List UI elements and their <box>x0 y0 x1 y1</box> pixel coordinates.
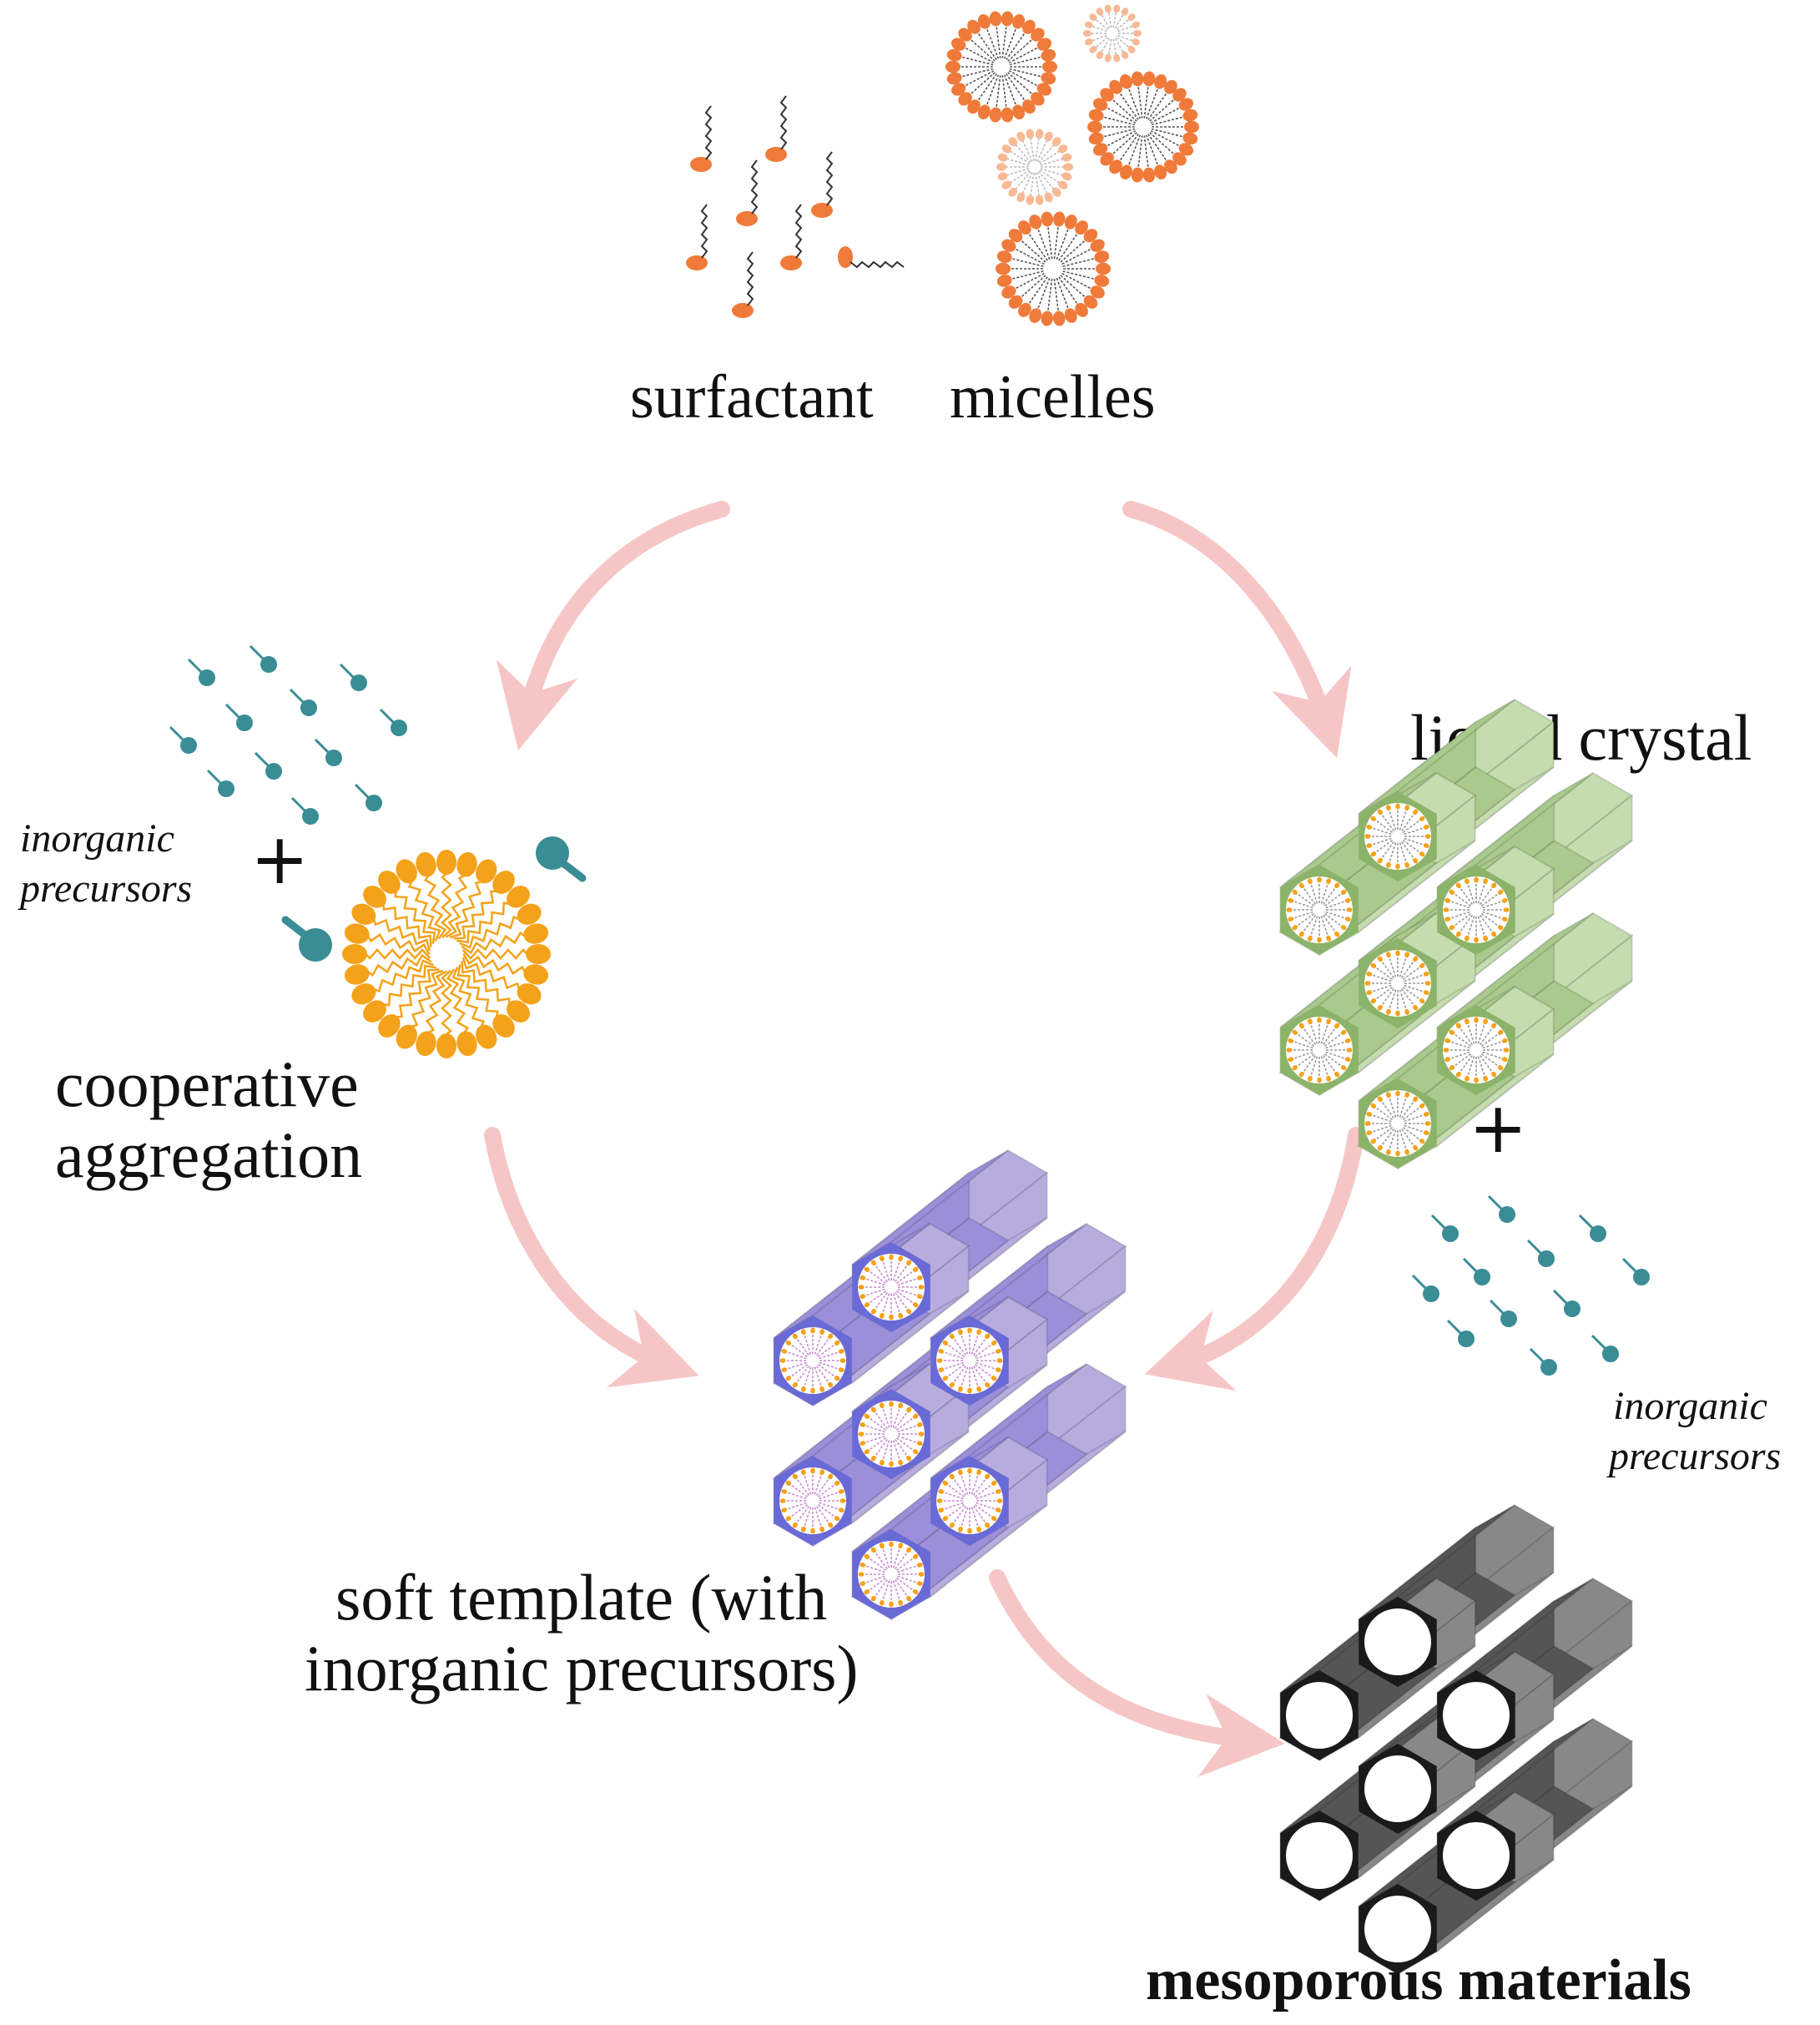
liquid-crystal-block <box>1278 698 1634 1170</box>
channel-micelle-6 <box>1443 1017 1510 1083</box>
label-soft-template-2: inorganic precursors) <box>305 1632 859 1704</box>
channel-micelle-4 <box>1364 950 1431 1017</box>
channel-micelle-3 <box>936 1327 1003 1394</box>
arrow-to-cooperative <box>496 501 730 750</box>
micelles-group <box>945 4 1199 326</box>
label-inorganic-right-2: precursors <box>1606 1434 1781 1478</box>
channel-micelle-3 <box>1443 876 1510 943</box>
micelle-4 <box>996 129 1073 205</box>
process-arrows <box>484 501 1364 1777</box>
channel-micelle-7 <box>858 1541 925 1608</box>
arrow-template-to-mesoporous <box>989 1569 1285 1777</box>
channel-micelle-2 <box>779 1327 846 1394</box>
soft-template-block <box>772 1149 1127 1621</box>
surfactant-molecules <box>685 95 905 319</box>
channel-micelle-2 <box>1286 876 1353 943</box>
label-inorganic-left-1: inorganic <box>20 816 174 861</box>
label-aggregation: aggregation <box>55 1119 362 1191</box>
label-surfactant: surfactant <box>630 363 874 432</box>
channel-micelle-7 <box>1364 1090 1431 1157</box>
micelle-1 <box>945 11 1057 123</box>
channel-micelle-1 <box>858 1254 925 1321</box>
micelle-3 <box>1087 71 1199 183</box>
label-mesoporous: mesoporous materials <box>1146 1948 1691 2012</box>
channel-micelle-1 <box>1364 803 1431 870</box>
mesoporous-hexagonal-array <box>1278 1503 1634 1976</box>
arrow-cooperative-to-template <box>484 1127 699 1388</box>
label-soft-template-1: soft template (with <box>335 1561 827 1634</box>
channel-micelle-4 <box>858 1401 925 1467</box>
micelle-2 <box>1083 4 1142 63</box>
micelle-5 <box>996 211 1111 326</box>
plus-right: + <box>1469 1087 1527 1169</box>
label-inorganic-right-1: inorganic <box>1613 1384 1767 1428</box>
channel-micelle-6 <box>936 1467 1003 1534</box>
channel-micelle-5 <box>1286 1017 1353 1083</box>
arrow-to-liquid-crystal <box>1122 501 1352 759</box>
cooperative-micelle <box>342 850 551 1058</box>
precursors-right <box>1411 1194 1651 1377</box>
soft-template-hexagonal-array <box>772 1149 1127 1621</box>
label-inorganic-left-2: precursors <box>18 866 192 911</box>
channel-micelle-5 <box>779 1467 846 1534</box>
liquid-crystal-hexagonal-array <box>1278 698 1634 1170</box>
arrow-liquid-crystal-to-template <box>1144 1127 1364 1391</box>
mesoporous-block <box>1278 1503 1634 1976</box>
plus-left: + <box>250 818 309 900</box>
label-cooperative: cooperative <box>55 1048 359 1120</box>
aggregate-micelle <box>342 850 551 1058</box>
label-micelles: micelles <box>950 363 1156 432</box>
